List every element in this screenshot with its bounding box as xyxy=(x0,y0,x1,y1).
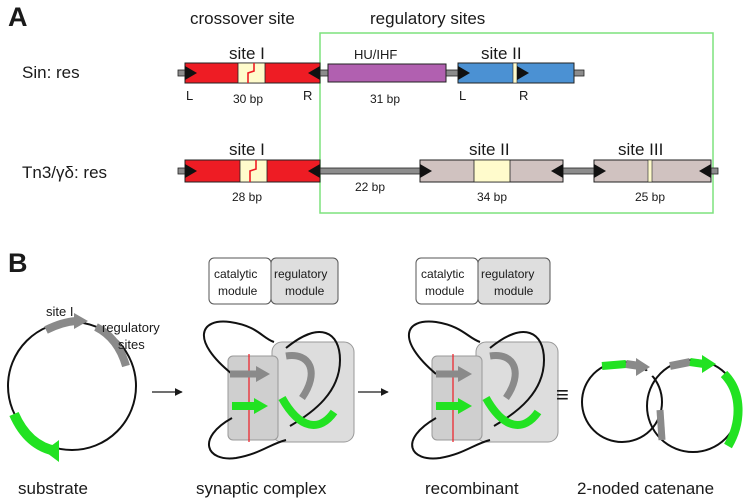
panel-a-letter: A xyxy=(8,2,28,32)
synaptic-catalytic-label-2: module xyxy=(218,284,258,298)
sin-site-2-right-label: R xyxy=(519,88,528,103)
substrate-site-1-label: site I xyxy=(46,304,73,319)
recombinant-catalytic-label-1: catalytic xyxy=(421,267,464,281)
sin-site-2-label: site II xyxy=(481,44,522,63)
tn3-site-3 xyxy=(593,159,712,183)
equivalence-sign: ≡ xyxy=(556,382,569,407)
regulatory-region-box xyxy=(319,32,714,214)
tn3-site-1-label: site I xyxy=(229,140,265,159)
substrate-regulatory-label-1: regulatory xyxy=(102,320,160,335)
tn3-res-label: Tn3/γδ: res xyxy=(22,163,107,182)
recombinant-regulatory-label-1: regulatory xyxy=(481,267,534,281)
tn3-site-1-bp: 28 bp xyxy=(232,190,262,204)
sin-site-2-left-label: L xyxy=(459,88,466,103)
tn3-site-1 xyxy=(184,159,321,183)
sin-hu-bp: 31 bp xyxy=(370,92,400,106)
caption-recombinant: recombinant xyxy=(425,479,519,498)
synaptic-regulatory-label-2: module xyxy=(285,284,325,298)
sin-site-1 xyxy=(184,62,321,84)
recombinant-diagram xyxy=(407,320,559,460)
sin-site-1-label: site I xyxy=(229,44,265,63)
recombinant-module-legend xyxy=(415,257,551,305)
synaptic-complex-diagram xyxy=(202,320,355,460)
tn3-site-2 xyxy=(419,159,564,183)
sin-site-1-bp: 30 bp xyxy=(233,92,263,106)
synaptic-catalytic-label-1: catalytic xyxy=(214,267,257,281)
synaptic-module-legend xyxy=(208,257,339,305)
tn3-site-2-bp: 34 bp xyxy=(477,190,507,204)
catenane-diagram xyxy=(581,355,743,453)
caption-substrate: substrate xyxy=(18,479,88,498)
recombinant-regulatory-label-2: module xyxy=(494,284,534,298)
sin-site-1-right-label: R xyxy=(303,88,312,103)
recombinant-catalytic-label-2: module xyxy=(425,284,465,298)
sin-hu-ihf-site xyxy=(327,63,447,83)
sin-site-2 xyxy=(457,62,575,84)
sin-hu-ihf-label: HU/IHF xyxy=(354,47,397,62)
sin-site-1-left-label: L xyxy=(186,88,193,103)
sin-res-label: Sin: res xyxy=(22,63,80,82)
tn3-link-bp: 22 bp xyxy=(355,180,385,194)
synaptic-regulatory-label-1: regulatory xyxy=(274,267,327,281)
substrate-regulatory-label-2: sites xyxy=(118,337,145,352)
header-crossover-site: crossover site xyxy=(190,9,295,28)
caption-synaptic-complex: synaptic complex xyxy=(196,479,327,498)
tn3-site-2-label: site II xyxy=(469,140,510,159)
tn3-site-3-label: site III xyxy=(618,140,663,159)
header-regulatory-sites: regulatory sites xyxy=(370,9,485,28)
tn3-site-3-bp: 25 bp xyxy=(635,190,665,204)
caption-catenane: 2-noded catenane xyxy=(577,479,714,498)
substrate-diagram xyxy=(7,313,137,462)
panel-b-letter: B xyxy=(8,248,28,278)
